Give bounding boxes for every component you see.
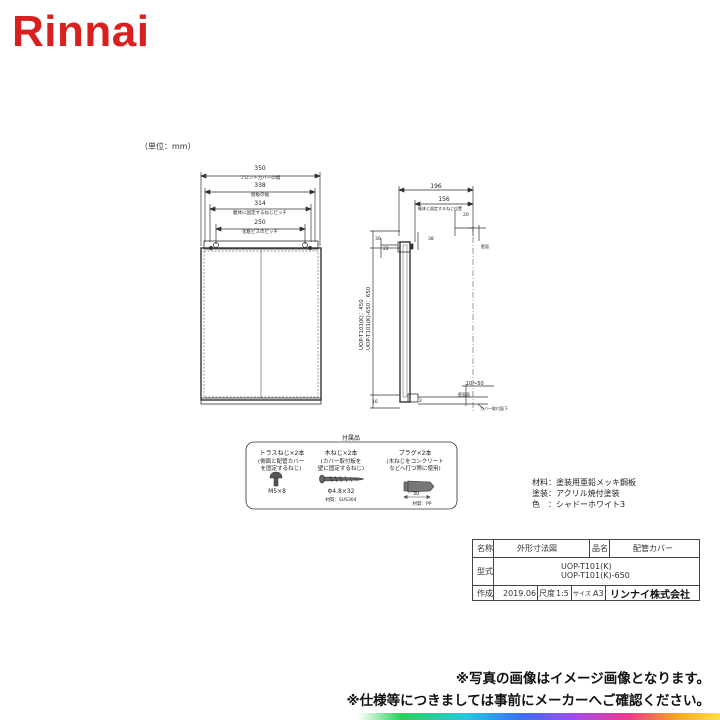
label-wall-surface: 壁面: [481, 243, 489, 249]
dim-350: 350: [254, 165, 266, 172]
front-view: [200, 172, 322, 405]
truss-desc2: を固定するねじ): [261, 464, 302, 472]
plug-size: 30: [413, 491, 419, 497]
side-view: [370, 186, 494, 412]
wood-material: 材質：SUS304: [325, 496, 356, 503]
label-stud-pitch: 化粧ビスのピッチ: [242, 228, 278, 235]
dim-16: 16: [372, 399, 378, 405]
plug-material: 材質：PP: [413, 500, 432, 507]
accessories-box: [245, 441, 458, 510]
truss-desc1: (側面と配管カバー: [258, 457, 304, 465]
label-front-cover-width: フロントカバーの幅: [240, 174, 281, 181]
note-image: ※写真の画像はイメージ画像となります。: [455, 671, 710, 687]
date-value: 2019.06: [503, 588, 537, 598]
scale-value: 1:5: [556, 588, 569, 598]
date-label: 作成: [477, 588, 493, 598]
unit-note: （単位：mm）: [140, 142, 196, 151]
plug-icon: [403, 480, 435, 499]
truss-title: トラスねじ×2本: [260, 449, 305, 457]
item-value: 配管カバー: [633, 544, 673, 553]
size-label: サイズ: [573, 590, 591, 598]
dim-338: 338: [254, 182, 266, 189]
dim-2: 2: [419, 398, 422, 404]
dim-38: 38: [428, 236, 434, 242]
plug-desc2: などへ打つ際に使用): [389, 464, 440, 472]
dim-196: 196: [430, 183, 442, 190]
front-view-labels: 350 フロントカバーの幅 338 摺板の幅 314 躯体に固定するねじピッチ …: [233, 165, 287, 235]
scale-label: 尺度: [539, 588, 555, 598]
dim-156: 156: [438, 196, 450, 203]
dim-314: 314: [254, 200, 266, 207]
rinnai-logo: Rinnai: [12, 7, 150, 56]
note-spec: ※仕様等につきましては事前にメーカーへご確認ください。: [346, 693, 710, 709]
size-value: A3: [593, 588, 604, 598]
wood-size: Φ4.8×32: [328, 488, 355, 495]
dim-250: 250: [254, 219, 266, 226]
plug-title: プラグ×2本: [399, 449, 432, 457]
wood-screw-icon: [319, 474, 365, 484]
notes: ※写真の画像はイメージ画像となります。 ※仕様等につきましては事前にメーカーへご…: [347, 668, 710, 712]
dim-22: 22: [383, 246, 389, 252]
label-fix-screw: 躯体と固定するねじ位置: [418, 205, 462, 211]
wood-desc1: (カバー取付板を: [321, 457, 362, 465]
materials-spec: 材料：塗装用亜鉛メッキ鋼板 塗装：アクリル焼付塗装 色 ：シャドーホワイト3: [532, 477, 636, 510]
wood-title: 木ねじ×2本: [325, 449, 358, 457]
color-line: 色 ：シャドーホワイト3: [532, 500, 626, 509]
dim-10-50: 10～50: [466, 381, 484, 387]
label-wall-screw-pitch: 躯体に固定するねじピッチ: [233, 209, 287, 216]
accessories-labels: 付属品 トラスねじ×2本 (側面と配管カバー を固定するねじ) M5×8 木ねじ…: [258, 434, 444, 507]
label-board-width: 摺板の幅: [251, 191, 269, 198]
truss-size: M5×8: [268, 488, 286, 495]
model-2: UOP-T101(K)-650: [561, 571, 630, 580]
accessories-title: 付属品: [342, 434, 360, 442]
label-pipe-floor: 壁面面: [458, 391, 470, 397]
side-view-labels: 196 156 20 38 30 22 16 2 躯体と固定するねじ位置 壁面 …: [359, 183, 508, 411]
model-label: 型式: [477, 566, 493, 576]
plug-desc1: (木ねじをコンクリート: [386, 457, 443, 465]
label-cover-bottom: カバー取付面下: [480, 405, 508, 411]
height-note-2: UOP-T101(K)-650：650: [366, 286, 372, 350]
coating-line: 塗装：アクリル焼付塗装: [532, 489, 620, 498]
height-note-1: UOP-T101(K)：450: [359, 299, 365, 350]
rainbow-bar: [358, 713, 720, 720]
name-label: 名称: [477, 544, 493, 553]
model-1: UOP-T101(K): [561, 562, 612, 571]
name-value: 外形寸法図: [517, 544, 557, 553]
company-name: リンナイ株式会社: [610, 589, 690, 601]
material-line: 材料：塗装用亜鉛メッキ鋼板: [532, 478, 636, 487]
dim-30: 30: [375, 236, 381, 242]
dim-20: 20: [463, 212, 469, 218]
title-block: 名称 外形寸法図 品名 配管カバー 型式 UOP-T101(K) UOP-T10…: [472, 539, 700, 601]
item-label: 品名: [592, 544, 608, 553]
truss-screw-icon: [269, 471, 283, 487]
wood-desc2: 壁に固定するねじ): [318, 464, 364, 472]
